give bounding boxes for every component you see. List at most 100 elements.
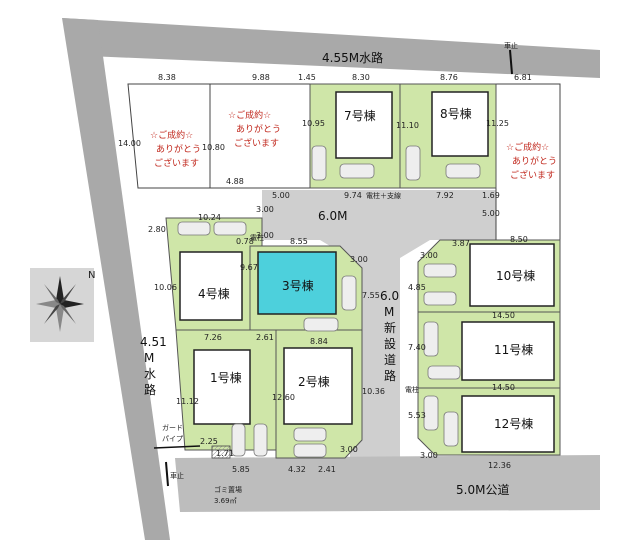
- sold-1-line2: ありがとう: [156, 143, 201, 155]
- pole-west-label: 電柱: [250, 233, 264, 242]
- new-road-label-3: 新: [384, 320, 396, 335]
- dim-5-53: 5.53: [408, 411, 426, 420]
- dim-10-80: 10.80: [202, 143, 225, 152]
- west-waterway: [62, 18, 170, 540]
- dim-7-92: 7.92: [436, 191, 454, 200]
- guard-pipe-bar: [153, 445, 201, 449]
- compass-rose: [30, 268, 94, 342]
- north-waterway: [62, 18, 600, 78]
- sold-1-line1: ☆ご成約☆: [150, 129, 193, 141]
- dim-5-00-a: 5.00: [272, 191, 290, 200]
- dim-4-85: 4.85: [408, 283, 426, 292]
- dim-3-00-d: 3.00: [420, 251, 438, 260]
- building-3-label: 3号棟: [282, 278, 314, 293]
- building-10-label: 10号棟: [496, 268, 535, 283]
- dim-2-80: 2.80: [148, 225, 166, 234]
- buildings: [179, 91, 555, 453]
- sold-1-line3: ございます: [154, 157, 199, 169]
- dim-8-50: 8.50: [510, 235, 528, 244]
- dim-3-87: 3.87: [452, 239, 470, 248]
- parking-cars: [177, 145, 481, 458]
- dim-10-24: 10.24: [198, 213, 221, 222]
- west-waterway-label-1: 4.51: [140, 335, 167, 349]
- car-stop-south-label: 車止: [170, 471, 184, 480]
- building-7: [335, 91, 393, 159]
- center-road: [262, 190, 500, 460]
- building-10: [469, 243, 555, 307]
- building-8-label: 8号棟: [440, 106, 472, 121]
- west-waterway-label-2: M: [144, 351, 154, 365]
- dim-14-50-b: 14.50: [492, 383, 515, 392]
- dim-2-25: 2.25: [200, 437, 218, 446]
- building-4-label: 4号棟: [198, 286, 230, 301]
- new-road-label-6: 路: [384, 368, 396, 383]
- sold-3-line3: ございます: [510, 169, 555, 181]
- building-2-label: 2号棟: [298, 374, 330, 389]
- guard-pipe-label-1: ガード: [162, 423, 183, 432]
- dim-10-06: 10.06: [154, 283, 177, 292]
- building-2: [283, 347, 353, 425]
- labels: N 4.55M水路 4.51 M 水 路 6.0M 6.0 M 新 設 道 路 …: [88, 41, 557, 505]
- dim-11-12: 11.12: [176, 397, 199, 406]
- pole-east-label: 電柱: [405, 385, 419, 394]
- sold-2-line1: ☆ご成約☆: [228, 109, 271, 121]
- new-road-label-1: 6.0: [380, 289, 399, 303]
- new-road-label-5: 道: [384, 353, 396, 367]
- dim-1-69: 1.69: [482, 191, 500, 200]
- dim-8-55: 8.55: [290, 237, 308, 246]
- garbage-label-2: 3.69㎡: [214, 497, 237, 505]
- sold-2-line2: ありがとう: [236, 123, 281, 135]
- dim-2-41: 2.41: [318, 465, 336, 474]
- dim-7-40: 7.40: [408, 343, 426, 352]
- south-road: [175, 455, 600, 512]
- west-waterway-label-3: 水: [144, 367, 156, 381]
- dim-8-38: 8.38: [158, 73, 176, 82]
- dim-8-30: 8.30: [352, 73, 370, 82]
- dim-4-32: 4.32: [288, 465, 306, 474]
- dim-14-00: 14.00: [118, 139, 141, 148]
- dim-12-36: 12.36: [488, 461, 511, 470]
- dim-3-00-e: 3.00: [340, 445, 358, 454]
- dim-2-61: 2.61: [256, 333, 274, 342]
- center-road-label: 6.0M: [318, 209, 347, 223]
- guard-pipe-label-2: パイプ: [162, 435, 183, 443]
- dim-3-00-a: 3.00: [256, 205, 274, 214]
- dim-5-00-b: 5.00: [482, 209, 500, 218]
- dim-5-85: 5.85: [232, 465, 250, 474]
- sold-3-line1: ☆ご成約☆: [506, 141, 549, 153]
- dim-7-55: 7.55: [362, 291, 380, 300]
- dim-7-26: 7.26: [204, 333, 222, 342]
- new-road-label-2: M: [384, 305, 394, 319]
- car-stop-bar-south: [165, 461, 169, 487]
- dim-0-78: 0.78: [236, 237, 254, 246]
- dim-9-88: 9.88: [252, 73, 270, 82]
- building-1: [193, 349, 251, 425]
- dim-9-67: 9.67: [240, 263, 258, 272]
- dim-3-00-b: 3.00: [256, 231, 274, 240]
- pole-main-label: 電柱＋支線: [366, 191, 401, 200]
- south-road-label: 5.0M公道: [456, 483, 509, 497]
- dim-6-81: 6.81: [514, 73, 532, 82]
- dim-10-36: 10.36: [362, 387, 385, 396]
- dim-9-74: 9.74: [344, 191, 362, 200]
- dim-8-84: 8.84: [310, 337, 328, 346]
- building-3: [257, 251, 337, 315]
- garbage-label-1: ゴミ置場: [214, 485, 242, 494]
- building-12-label: 12号棟: [494, 416, 533, 431]
- dim-1-71: 1.71: [216, 449, 234, 458]
- building-1-label: 1号棟: [210, 370, 242, 385]
- building-8: [431, 91, 489, 157]
- garbage-area: [211, 445, 231, 459]
- new-road-label-4: 設: [384, 336, 396, 351]
- car-stop-north-label: 車止: [504, 41, 518, 50]
- north-waterway-label: 4.55M水路: [322, 50, 383, 65]
- sold-lots: [127, 83, 561, 241]
- dim-3-00-c: 3.00: [350, 255, 368, 264]
- dim-3-00-f: 3.00: [420, 451, 438, 460]
- building-4: [179, 251, 243, 321]
- west-waterway-label-4: 路: [144, 382, 156, 397]
- dim-12-60: 12.60: [272, 393, 295, 402]
- car-stop-bar-north: [509, 49, 513, 75]
